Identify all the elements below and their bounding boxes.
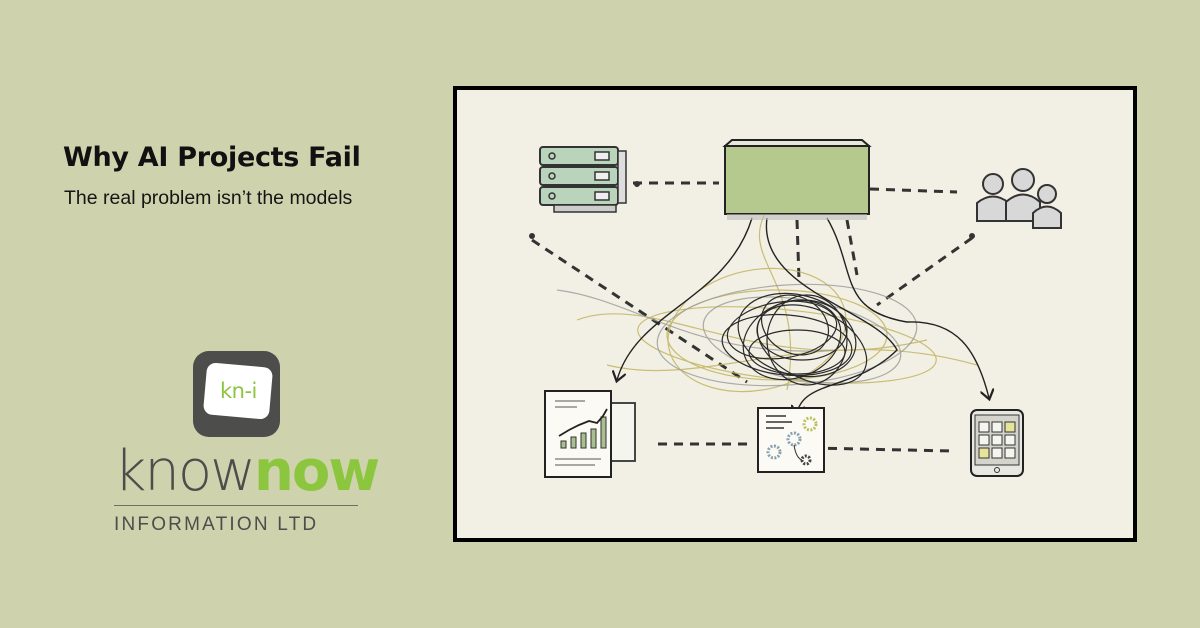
wordmark-know: know [114, 439, 256, 504]
logo-divider [114, 505, 358, 506]
wordmark-now: now [253, 439, 380, 504]
server-rack-icon [539, 146, 627, 213]
tablet-apps-icon [970, 409, 1024, 477]
kni-logo-icon: kn-i [193, 351, 280, 437]
logo-icon-text: kn-i [219, 378, 257, 403]
page-subtitle: The real problem isn’t the models [64, 187, 353, 209]
knownow-wordmark: knownow [114, 439, 380, 504]
illustration-frame [453, 86, 1137, 542]
logo-tagline: INFORMATION LTD [114, 514, 319, 535]
gears-document-icon [757, 407, 825, 473]
logo-card: kn-i [202, 362, 274, 420]
page-title: Why AI Projects Fail [63, 142, 361, 173]
central-platform-icon [722, 139, 872, 220]
chart-report-icon [544, 390, 636, 478]
users-group-icon [976, 168, 1062, 229]
tangle-scribble [556, 209, 989, 414]
tangled-systems-illustration [529, 139, 1062, 478]
